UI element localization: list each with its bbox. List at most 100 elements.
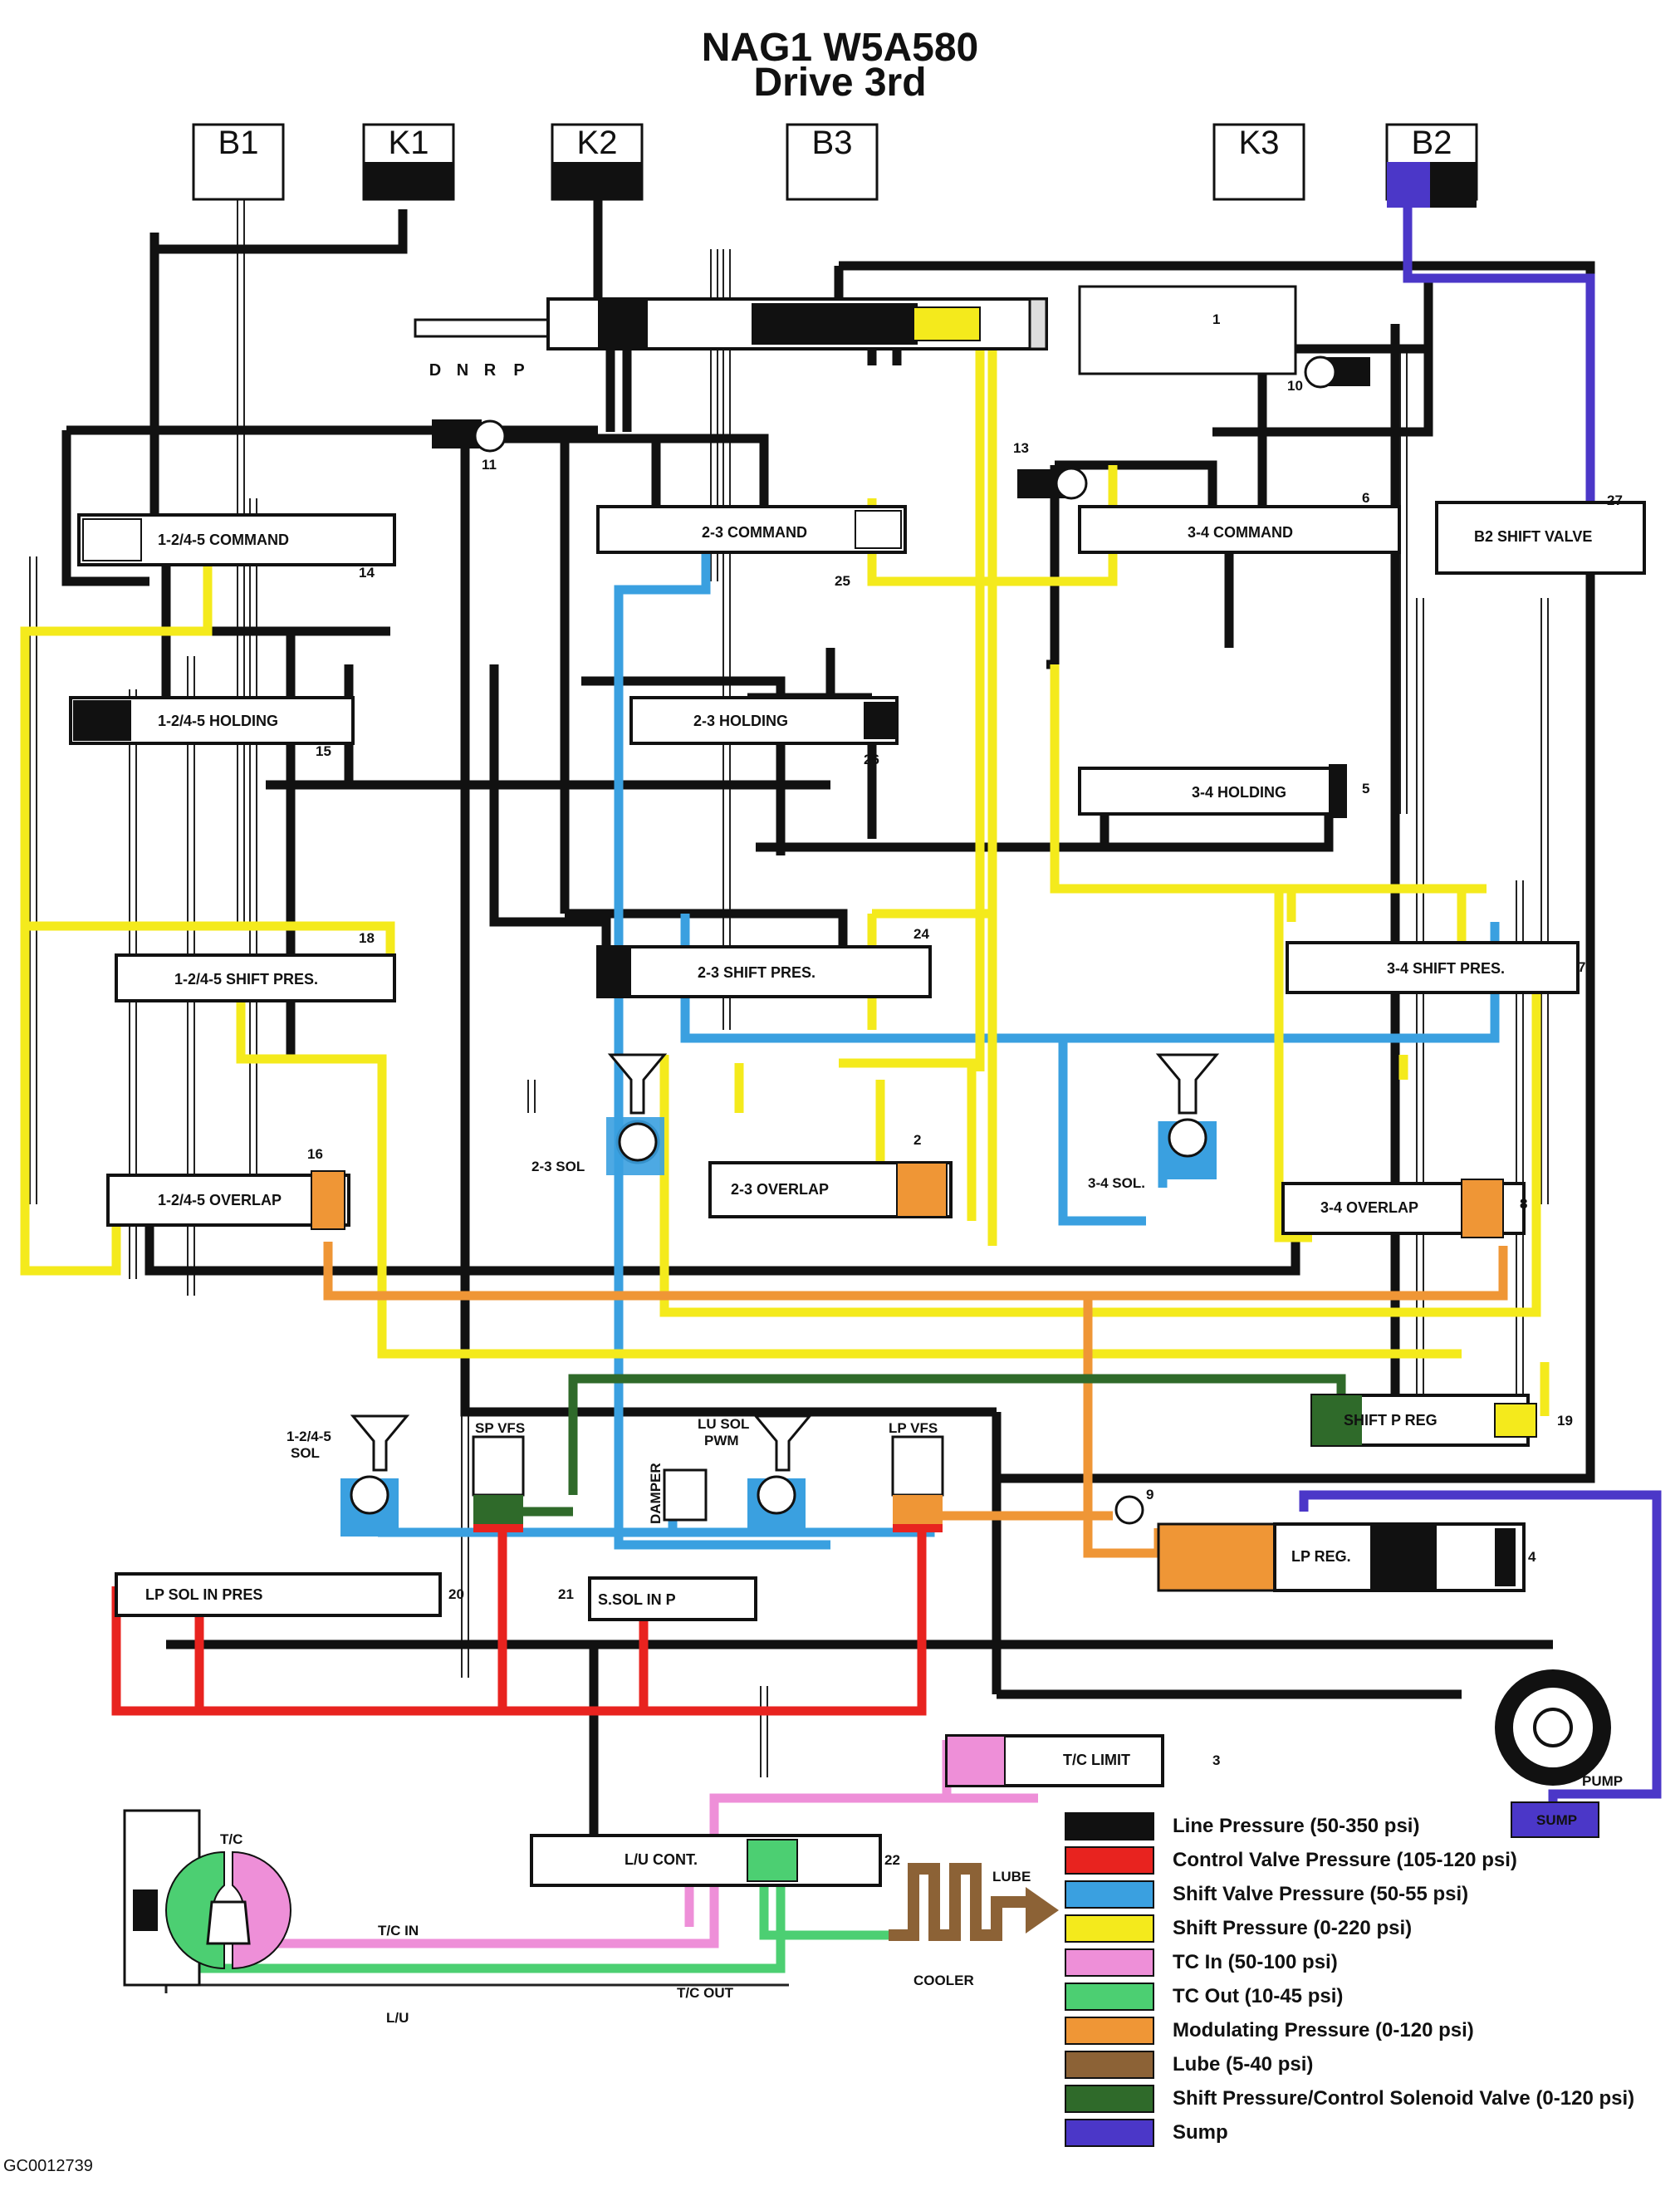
legend-label: TC Out (10-45 psi) xyxy=(1173,1985,1344,2007)
label-1245-sol-line2: SOL xyxy=(291,1445,320,1461)
legend-item: Lube (5-40 psi) xyxy=(1065,2050,1313,2080)
ref-number-13: 13 xyxy=(1013,440,1029,456)
selector-d: D xyxy=(429,361,441,380)
label-34-holding: 3-4 HOLDING xyxy=(1192,784,1286,801)
legend-item: TC Out (10-45 psi) xyxy=(1065,1982,1343,2012)
ref-number-6: 6 xyxy=(1362,490,1369,506)
torque-converter xyxy=(123,1809,291,1987)
label-23-sol: 2-3 SOL xyxy=(531,1159,585,1174)
ref-number-1: 1 xyxy=(1212,311,1220,327)
clutch-boxes xyxy=(192,123,1478,208)
k2-label: K2 xyxy=(577,125,618,161)
ref-number-5: 5 xyxy=(1362,781,1369,796)
label-34-shift-pres: 3-4 SHIFT PRES. xyxy=(1387,960,1505,977)
pump xyxy=(1495,1669,1611,1838)
label-lu-cont: L/U CONT. xyxy=(624,1851,698,1868)
ref-number-24: 24 xyxy=(913,926,929,942)
legend-label: Control Valve Pressure (105-120 psi) xyxy=(1173,1849,1517,1871)
label-pump: PUMP xyxy=(1582,1773,1623,1789)
ref-number-10: 10 xyxy=(1287,378,1303,394)
label-tc-out: T/C OUT xyxy=(677,1985,734,2001)
label-damper: DAMPER xyxy=(648,1463,664,1524)
legend-label: Shift Pressure (0-220 psi) xyxy=(1173,1917,1413,1939)
legend-item: Shift Pressure/Control Solenoid Valve (0… xyxy=(1065,2084,1634,2114)
legend-item: Control Valve Pressure (105-120 psi) xyxy=(1065,1845,1517,1875)
label-1245-command: 1-2/4-5 COMMAND xyxy=(158,532,289,548)
ref-number-9: 9 xyxy=(1146,1487,1153,1502)
legend-label: Sump xyxy=(1173,2121,1228,2144)
manual-valve xyxy=(414,285,1297,375)
solenoid-bodies xyxy=(340,1053,1220,1537)
selector-r: R xyxy=(484,361,497,380)
label-23-command: 2-3 COMMAND xyxy=(702,524,807,541)
label-shift-p-reg: SHIFT P REG xyxy=(1344,1412,1438,1429)
label-lp-vfs: LP VFS xyxy=(889,1420,938,1436)
ref-number-7: 7 xyxy=(1578,959,1585,975)
label-lu: L/U xyxy=(386,2010,409,2026)
legend-swatch-control-valve xyxy=(1065,1846,1154,1875)
selector-n: N xyxy=(457,361,468,380)
legend-swatch-sump xyxy=(1065,2119,1154,2147)
label-lu-sol-line2: PWM xyxy=(704,1433,739,1448)
legend-label: Line Pressure (50-350 psi) xyxy=(1173,1815,1420,1837)
ref-number-25: 25 xyxy=(835,573,850,589)
ref-number-20: 20 xyxy=(448,1586,464,1602)
label-lube: LUBE xyxy=(992,1869,1031,1885)
label-23-overlap: 2-3 OVERLAP xyxy=(731,1181,829,1198)
legend-item: Sump xyxy=(1065,2118,1228,2148)
legend-swatch-shift-pressure xyxy=(1065,1914,1154,1943)
figure-id: GC0012739 xyxy=(3,2157,93,2175)
label-s-sol-in-p: S.SOL IN P xyxy=(598,1591,676,1608)
diagram-title: NAG1 W5A580 xyxy=(701,26,979,70)
legend-swatch-tc-in xyxy=(1065,1948,1154,1977)
k3-label: K3 xyxy=(1239,125,1280,161)
check-balls xyxy=(432,355,1370,1525)
b2-label: B2 xyxy=(1412,125,1452,161)
legend-item: Line Pressure (50-350 psi) xyxy=(1065,1811,1419,1841)
ref-number-14: 14 xyxy=(359,565,375,581)
label-sump: SUMP xyxy=(1536,1812,1577,1828)
label-tc-limit: T/C LIMIT xyxy=(1063,1752,1130,1768)
shift-valve-pressure-passages xyxy=(352,507,1500,1550)
ref-number-15: 15 xyxy=(316,743,331,759)
ref-number-3: 3 xyxy=(1212,1752,1220,1768)
legend-swatch-modulating xyxy=(1065,2017,1154,2045)
ref-number-4: 4 xyxy=(1528,1549,1536,1565)
label-34-command: 3-4 COMMAND xyxy=(1188,524,1293,541)
legend-swatch-lube xyxy=(1065,2051,1154,2079)
k1-label: K1 xyxy=(389,125,429,161)
selector-p: P xyxy=(513,361,524,380)
legend-item: Modulating Pressure (0-120 psi) xyxy=(1065,2016,1474,2046)
label-tc: T/C xyxy=(220,1831,242,1847)
legend-swatch-shift-valve xyxy=(1065,1880,1154,1909)
label-b2-shift-valve: B2 SHIFT VALVE xyxy=(1474,528,1592,545)
legend-item: Shift Pressure (0-220 psi) xyxy=(1065,1914,1412,1943)
label-1245-shift-pres: 1-2/4-5 SHIFT PRES. xyxy=(174,971,318,988)
label-cooler: COOLER xyxy=(913,1973,974,1988)
legend-swatch-tc-out xyxy=(1065,1983,1154,2011)
legend-label: TC In (50-100 psi) xyxy=(1173,1951,1338,1973)
ref-number-21: 21 xyxy=(558,1586,574,1602)
label-23-shift-pres: 2-3 SHIFT PRES. xyxy=(698,964,816,981)
legend-label: Lube (5-40 psi) xyxy=(1173,2053,1314,2076)
ref-number-16: 16 xyxy=(307,1146,323,1162)
ref-number-2: 2 xyxy=(913,1132,921,1148)
ref-number-18: 18 xyxy=(359,930,375,946)
label-34-sol: 3-4 SOL. xyxy=(1088,1175,1145,1191)
ref-number-8: 8 xyxy=(1520,1196,1527,1212)
b1-label: B1 xyxy=(218,125,259,161)
label-tc-in: T/C IN xyxy=(378,1923,419,1938)
ref-number-11: 11 xyxy=(482,457,497,473)
label-1245-overlap: 1-2/4-5 OVERLAP xyxy=(158,1192,282,1208)
label-1245-sol-line1: 1-2/4-5 xyxy=(287,1429,331,1444)
label-34-overlap: 3-4 OVERLAP xyxy=(1320,1199,1418,1216)
legend-swatch-sp-control xyxy=(1065,2085,1154,2113)
diagram-subtitle: Drive 3rd xyxy=(753,61,927,105)
b3-label: B3 xyxy=(812,125,853,161)
legend-label: Shift Valve Pressure (50-55 psi) xyxy=(1173,1883,1469,1905)
legend-item: Shift Valve Pressure (50-55 psi) xyxy=(1065,1880,1468,1909)
line-pressure-passages xyxy=(61,199,1595,1869)
legend-label: Shift Pressure/Control Solenoid Valve (0… xyxy=(1173,2087,1635,2110)
label-lu-sol-line1: LU SOL xyxy=(698,1416,749,1432)
